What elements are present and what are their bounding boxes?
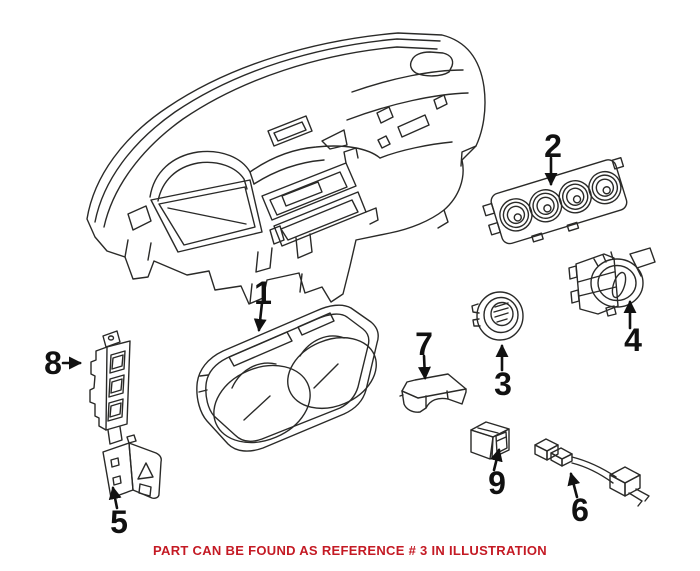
part-5-hazard-switch-drawing bbox=[102, 434, 162, 499]
part-8-switch-bank-drawing bbox=[89, 330, 131, 445]
callout-arrows bbox=[61, 156, 637, 510]
reference-caption: PART CAN BE FOUND AS REFERENCE # 3 IN IL… bbox=[153, 543, 547, 558]
callout-2: 2 bbox=[544, 128, 562, 164]
part-7-switch-module-drawing bbox=[399, 373, 467, 413]
callout-5-arrow bbox=[108, 486, 122, 510]
part-6-wiring-harness-drawing bbox=[534, 438, 650, 507]
callout-3: 3 bbox=[494, 366, 512, 402]
callout-9: 9 bbox=[488, 465, 506, 501]
part-3-start-button-drawing bbox=[471, 291, 524, 341]
callout-4: 4 bbox=[624, 322, 642, 358]
callout-7-arrow bbox=[418, 354, 431, 380]
callout-8: 8 bbox=[44, 345, 62, 381]
callout-6-arrow bbox=[567, 472, 581, 499]
callout-9-arrow bbox=[490, 448, 503, 472]
callout-7: 7 bbox=[415, 326, 433, 362]
callout-1: 1 bbox=[254, 275, 272, 311]
part-2-climate-control-drawing bbox=[482, 157, 628, 245]
part-4-headlight-switch-drawing bbox=[568, 247, 656, 317]
callout-5: 5 bbox=[110, 504, 128, 540]
callout-1-arrow bbox=[253, 301, 267, 332]
callout-6: 6 bbox=[571, 492, 589, 528]
dashboard-drawing bbox=[86, 32, 486, 305]
part-1-instrument-cluster-drawing bbox=[196, 304, 379, 452]
part-9-small-switch-drawing bbox=[470, 421, 510, 460]
